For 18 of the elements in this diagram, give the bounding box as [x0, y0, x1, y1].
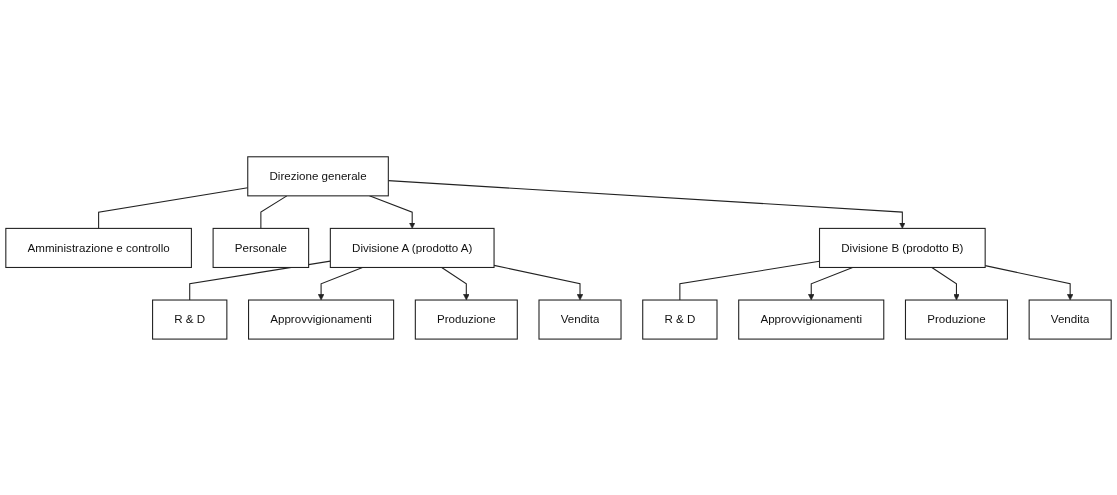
- node-box: Direzione generale: [247, 155, 389, 196]
- node-box: Divisione A (prodotto A): [329, 227, 495, 268]
- node-box: Produzione: [414, 299, 518, 340]
- connector: [260, 194, 288, 229]
- node-box: Approvvigionamenti: [738, 299, 885, 340]
- arrow: [931, 266, 960, 300]
- node-box: Produzione: [904, 299, 1008, 340]
- arrow: [984, 264, 1074, 300]
- node-box: Divisione B (prodotto B): [818, 227, 986, 268]
- arrow: [441, 266, 470, 300]
- node-box: R & D: [642, 299, 718, 340]
- node-box: Personale: [212, 227, 310, 268]
- node-box: Approvvigionamenti: [248, 299, 395, 340]
- node-box: R & D: [152, 299, 228, 340]
- arrow: [493, 264, 584, 300]
- node-box: Amministrazione e controllo: [5, 227, 192, 268]
- node-box: Vendita: [1028, 299, 1112, 340]
- node-box: Vendita: [538, 299, 622, 340]
